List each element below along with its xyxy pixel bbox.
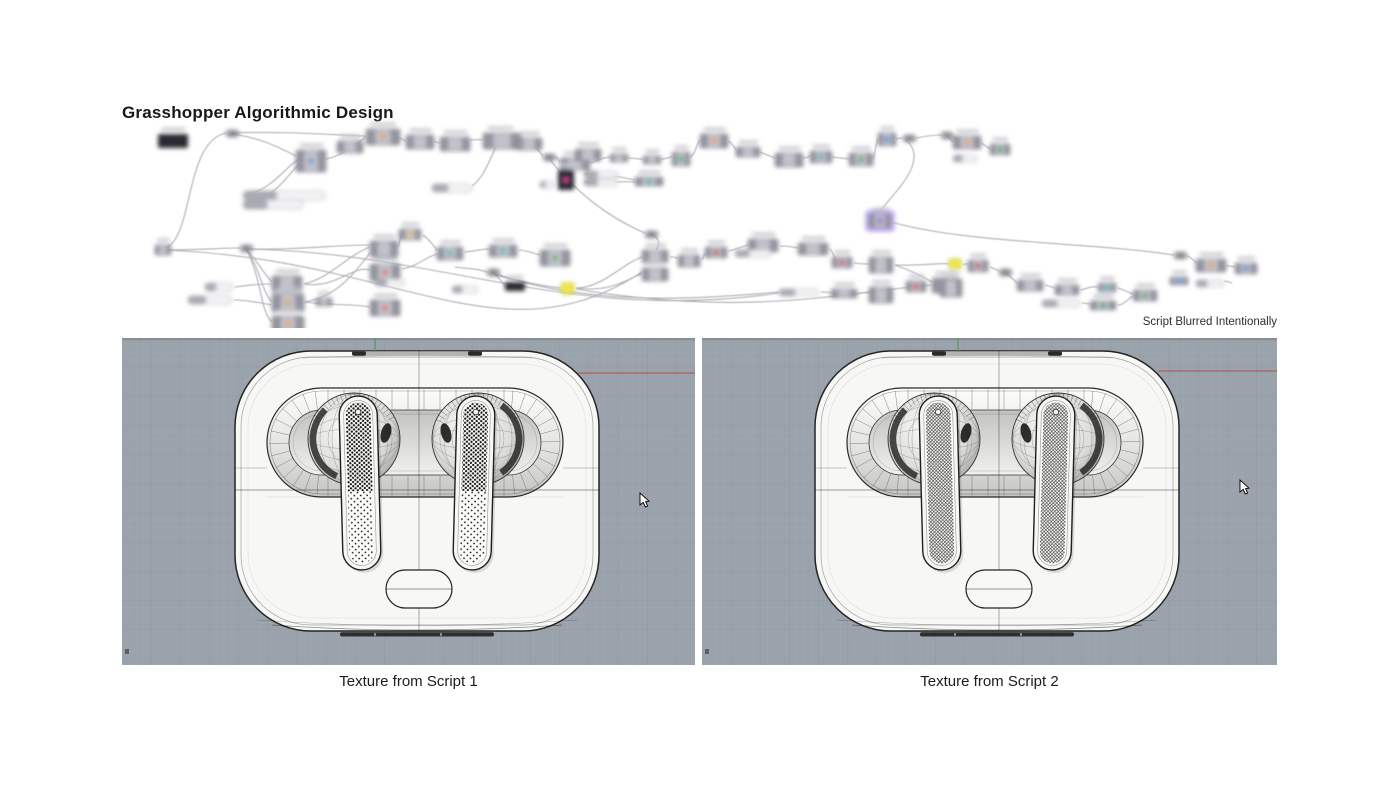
script-graph-svg xyxy=(154,122,1258,328)
script-wires xyxy=(159,131,1236,323)
earbud-case xyxy=(234,350,600,637)
earbud-stem xyxy=(918,395,964,573)
script-blur-note: Script Blurred Intentionally xyxy=(1142,316,1277,328)
viewport-caption-1: Texture from Script 1 xyxy=(339,673,478,690)
earbud-case xyxy=(814,350,1180,637)
grasshopper-script-canvas[interactable] xyxy=(140,116,1290,328)
cursor-icon xyxy=(639,491,651,508)
earbud-stem xyxy=(1032,395,1078,574)
cursor-icon xyxy=(1239,478,1251,495)
case-button xyxy=(965,569,1033,609)
case-button xyxy=(385,569,453,609)
script-nodes xyxy=(154,122,1258,328)
rhino-viewport-script-1[interactable] xyxy=(122,338,695,665)
page-title: Grasshopper Algorithmic Design xyxy=(122,103,394,123)
viewport-1-drawing xyxy=(122,338,695,665)
viewport-2-drawing xyxy=(702,338,1277,665)
viewport-caption-2: Texture from Script 2 xyxy=(920,673,1059,690)
earbud-stem xyxy=(338,395,384,573)
earbud-stem xyxy=(452,395,498,574)
rhino-viewport-script-2[interactable] xyxy=(702,338,1277,665)
